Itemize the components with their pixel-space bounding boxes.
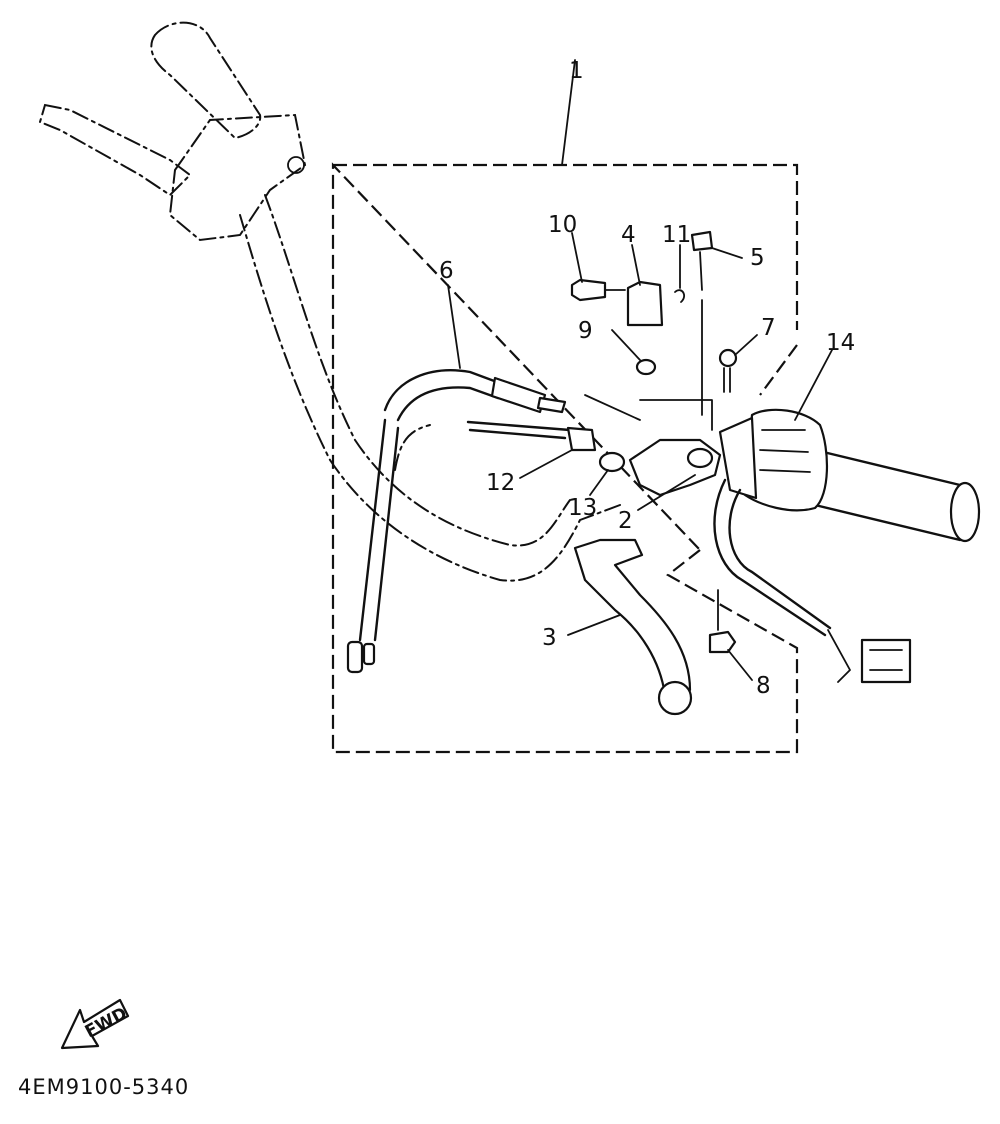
- cable-6: [346, 369, 567, 674]
- label-part-4: 4: [621, 222, 636, 248]
- throttle-grip: [718, 408, 981, 543]
- assembly-1-boundary: [331, 162, 799, 754]
- clutch-lever: [573, 538, 692, 697]
- label-part-1: 1: [569, 58, 584, 84]
- leader-lines: [447, 59, 833, 681]
- label-part-12: 12: [486, 470, 515, 496]
- handlebar-phantom: [38, 21, 621, 582]
- label-part-8: 8: [756, 673, 771, 699]
- label-part-3: 3: [542, 625, 557, 651]
- label-part-6: 6: [439, 258, 454, 284]
- label-part-14: 14: [826, 330, 855, 356]
- lever-holder: [584, 394, 722, 497]
- switch-harness: [713, 478, 912, 684]
- label-part-13: 13: [568, 495, 597, 521]
- label-part-9: 9: [578, 318, 593, 344]
- clutch-cable-end: [466, 420, 626, 473]
- label-part-10: 10: [548, 212, 577, 238]
- label-part-2: 2: [618, 508, 633, 534]
- small-parts: [570, 230, 738, 654]
- label-part-11: 11: [662, 222, 691, 248]
- label-part-7: 7: [761, 315, 776, 341]
- label-part-5: 5: [750, 245, 765, 271]
- fwd-arrow-icon: FWD: [60, 998, 131, 1050]
- drawing-code: 4EM9100-5340: [18, 1075, 189, 1099]
